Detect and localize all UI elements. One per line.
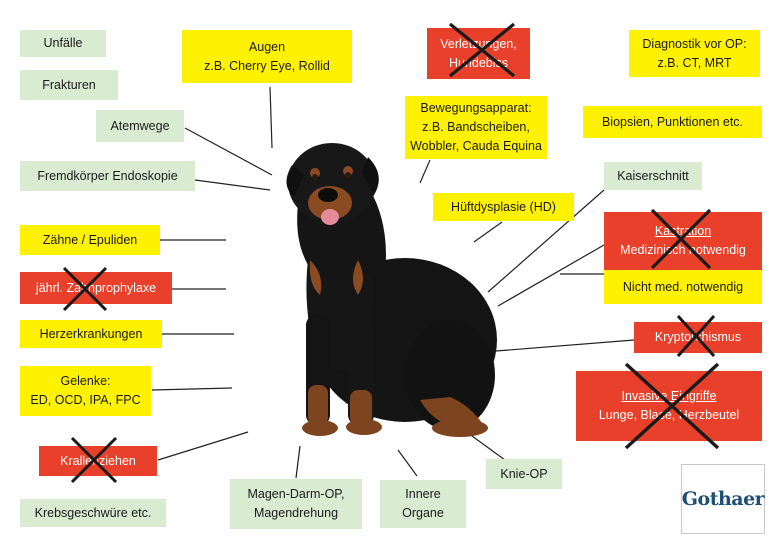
label-hueft: Hüftdysplasie (HD) <box>451 199 556 214</box>
box-nicht-med-notwendig: Nicht med. notwendig <box>604 270 762 304</box>
line-fremdkoerper <box>194 179 271 191</box>
label-bewegung-line3: Wobbler, Cauda Equina <box>410 139 542 153</box>
line-kastration <box>497 244 605 307</box>
label-biopsien: Biopsien, Punktionen etc. <box>601 114 744 129</box>
label-invasive-line1: Invasive Eingriffe <box>621 389 717 403</box>
box-atemwege: Atemwege <box>96 110 184 142</box>
label-knie: Knie-OP <box>500 466 548 481</box>
box-biopsien: Biopsien, Punktionen etc. <box>583 106 762 138</box>
label-augen-line1: Augen <box>248 39 286 54</box>
box-innere-organe: Innere Organe <box>380 480 466 528</box>
line-hueft <box>473 221 503 243</box>
label-frakturen: Frakturen <box>42 77 96 92</box>
label-kastration-line2: Medizinisch notwendig <box>620 243 746 257</box>
box-augen: Augen z.B. Cherry Eye, Rollid <box>182 30 352 83</box>
box-knie: Knie-OP <box>486 459 562 489</box>
box-frakturen: Frakturen <box>20 70 118 100</box>
box-bewegungsapparat: Bewegungsapparat: z.B. Bandscheiben, Wob… <box>405 96 547 159</box>
label-diagnostik-line2: z.B. CT, MRT <box>657 55 732 70</box>
line-magen <box>295 445 301 479</box>
box-unfaelle: Unfälle <box>20 30 106 57</box>
box-herzerkrankungen: Herzerkrankungen <box>20 320 162 348</box>
label-fremdkoerper: Fremdkörper Endoskopie <box>37 168 178 183</box>
box-zaehne: Zähne / Epuliden <box>20 225 160 255</box>
box-kryptorchismus: Kryptorchismus <box>634 322 762 353</box>
line-krallen <box>157 431 249 461</box>
label-kastration-line1: Kastration <box>654 224 712 238</box>
box-kaiserschnitt: Kaiserschnitt <box>604 162 702 190</box>
label-zahnprophylaxe: jährl. Zahnprophylaxe <box>35 280 157 295</box>
box-krallenziehen: Krallenziehen <box>39 446 157 476</box>
logo-text: Gothaer <box>681 488 765 510</box>
label-magen-line2: Magendrehung <box>253 506 339 520</box>
line-augen <box>269 86 273 149</box>
box-hueftdysplasie: Hüftdysplasie (HD) <box>433 193 574 221</box>
label-innere-line1: Innere <box>405 487 441 501</box>
label-gelenke-line2: ED, OCD, IPA, FPC <box>30 393 141 407</box>
label-innere-line2: Organe <box>402 506 444 520</box>
label-verletzungen-line1: Verletzungen, <box>440 36 517 51</box>
line-gelenke <box>151 387 233 391</box>
label-invasive-line2: Lunge, Blase, Herzbeutel <box>598 408 740 422</box>
label-atemwege: Atemwege <box>110 118 170 133</box>
label-magen-line1: Magen-Darm-OP, <box>247 487 345 501</box>
label-krallen: Krallenziehen <box>60 453 136 468</box>
label-zaehne: Zähne / Epuliden <box>42 232 138 247</box>
rottweiler-dog-illustration <box>286 143 497 437</box>
box-fremdkoerper: Fremdkörper Endoskopie <box>20 161 195 191</box>
box-zahnprophylaxe: jährl. Zahnprophylaxe <box>20 272 172 304</box>
gothaer-logo: Gothaer <box>681 464 765 534</box>
label-kryptorchismus: Kryptorchismus <box>654 330 742 344</box>
label-kaiserschnitt: Kaiserschnitt <box>617 168 689 183</box>
line-knie <box>471 435 506 461</box>
line-kryptorchismus <box>495 339 635 352</box>
box-gelenke: Gelenke: ED, OCD, IPA, FPC <box>20 366 151 416</box>
line-atemwege <box>184 127 273 176</box>
box-diagnostik: Diagnostik vor OP: z.B. CT, MRT <box>629 30 760 77</box>
box-magen: Magen-Darm-OP, Magendrehung <box>230 479 362 529</box>
label-augen-line2: z.B. Cherry Eye, Rollid <box>204 58 330 73</box>
label-bewegung-line2: z.B. Bandscheiben, <box>422 120 530 134</box>
label-bewegung-line1: Bewegungsapparat: <box>420 101 532 115</box>
line-bewegung <box>419 159 431 184</box>
box-kastration: Kastration Medizinisch notwendig <box>604 212 762 270</box>
line-kaiserschnitt <box>487 189 605 293</box>
label-nicht-med: Nicht med. notwendig <box>622 279 744 294</box>
label-herz: Herzerkrankungen <box>39 326 143 341</box>
box-invasive-eingriffe: Invasive Eingriffe Lunge, Blase, Herzbeu… <box>576 371 762 441</box>
label-verletzungen-line2: Hundebiss <box>448 55 509 70</box>
box-verletzungen: Verletzungen, Hundebiss <box>427 28 530 79</box>
box-krebs: Krebsgeschwüre etc. <box>20 499 166 527</box>
label-krebs: Krebsgeschwüre etc. <box>34 505 152 520</box>
label-diagnostik-line1: Diagnostik vor OP: <box>642 36 747 51</box>
label-unfaelle: Unfälle <box>43 36 83 50</box>
line-innere <box>397 449 418 477</box>
label-gelenke-line1: Gelenke: <box>60 374 111 388</box>
